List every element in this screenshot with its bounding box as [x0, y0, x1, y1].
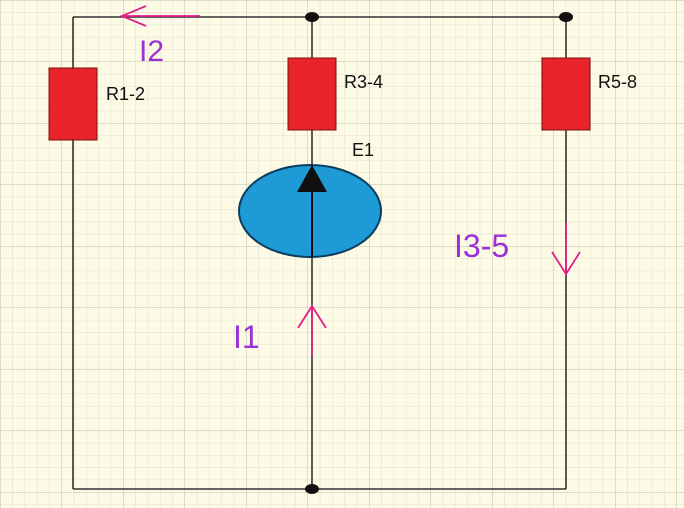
resistor-r5-8 [541, 57, 591, 131]
current-arrows [119, 5, 581, 356]
label-i1: I1 [233, 319, 260, 355]
junction-node [305, 484, 319, 494]
label-e1: E1 [352, 140, 374, 160]
junction-node [559, 12, 573, 22]
current-i2-arrowhead-icon [119, 5, 147, 27]
voltage-source-e1 [238, 164, 382, 258]
current-i1-arrowhead-icon [297, 304, 327, 329]
current-i3-5-arrowhead-icon [551, 251, 581, 276]
resistor-r1-2 [48, 67, 98, 141]
label-r3-4: R3-4 [344, 72, 383, 92]
source-arrow-up-icon [297, 165, 327, 192]
junction-node [305, 12, 319, 22]
resistor-r3-4 [287, 57, 337, 131]
label-r5-8: R5-8 [598, 72, 637, 92]
label-r1-2: R1-2 [106, 84, 145, 104]
label-i2: I2 [139, 35, 164, 68]
label-i3-5: I3-5 [454, 228, 509, 264]
